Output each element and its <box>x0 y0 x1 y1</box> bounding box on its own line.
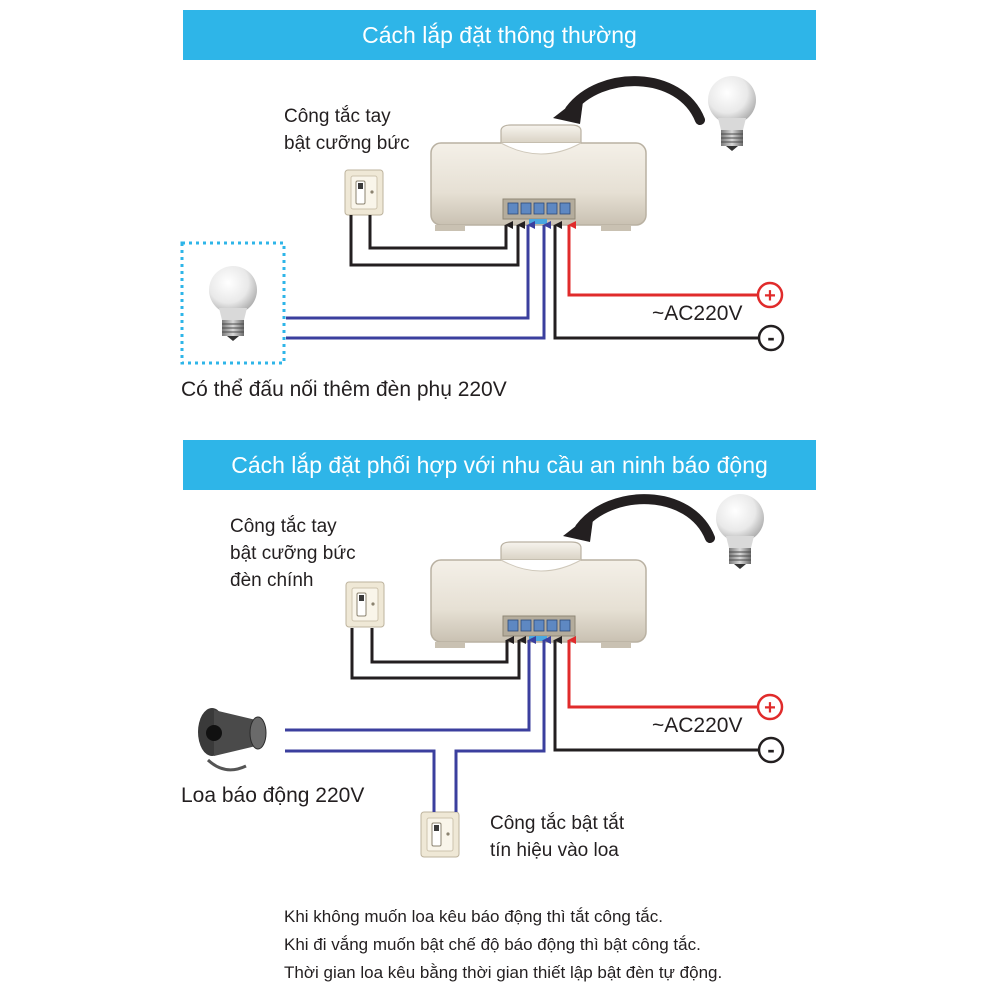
ambient-light-bulb-icon <box>715 493 765 570</box>
switch-wire-1 <box>349 215 525 267</box>
siren-icon <box>198 708 267 772</box>
minus-terminal-icon <box>757 324 785 352</box>
lamp-wire-1 <box>286 221 535 320</box>
section2-title-banner: Cách lắp đặt phối hợp với nhu cầu an nin… <box>183 440 816 490</box>
plus-terminal-icon <box>756 693 784 721</box>
plus-symbol: + <box>764 697 776 719</box>
plus-terminal-icon <box>756 281 784 309</box>
siren-switch-label-line: Công tắc bật tắt <box>490 813 625 834</box>
section1-diagram <box>180 75 785 365</box>
extra-lamp-icon <box>208 265 258 342</box>
main-switch-label-line: đèn chính <box>230 570 314 591</box>
siren-wire-2 <box>285 749 436 812</box>
section1-title: Cách lắp đặt thông thường <box>362 21 637 48</box>
light-sensor-device <box>430 124 647 232</box>
ambient-light-bulb-icon <box>707 75 757 152</box>
siren-switch-label-line: tín hiệu vào loa <box>490 840 619 861</box>
light-sensor-device <box>430 541 647 649</box>
manual-switch-icon <box>344 169 384 216</box>
main-switch-label-line: Công tắc tay <box>230 516 337 537</box>
ac-voltage-label: ~AC220V <box>652 714 743 737</box>
minus-symbol: - <box>767 737 774 762</box>
ac-voltage-label: ~AC220V <box>652 302 743 325</box>
siren-switch-label: Công tắc bật tắt tín hiệu vào loa <box>490 810 624 864</box>
manual-switch-label-line: Công tắc tay <box>284 106 391 127</box>
live-wire <box>567 636 760 709</box>
switch-wire-1 <box>350 628 526 680</box>
switch-wire-2 <box>370 628 514 664</box>
usage-note: Khi đi vắng muốn bật chế độ báo động thì… <box>284 935 701 954</box>
usage-note: Khi không muốn loa kêu báo động thì tắt … <box>284 907 663 926</box>
siren-wire-1 <box>285 636 536 732</box>
neutral-wire <box>553 221 760 340</box>
section1-title-banner: Cách lắp đặt thông thường <box>183 10 816 60</box>
usage-notes: Khi không muốn loa kêu báo động thì tắt … <box>284 903 722 987</box>
neutral-wire <box>553 636 760 752</box>
section2-title: Cách lắp đặt phối hợp với nhu cầu an nin… <box>231 451 768 478</box>
minus-terminal-icon <box>757 736 785 764</box>
light-arrow <box>575 494 715 543</box>
minus-symbol: - <box>767 325 774 350</box>
siren-label: Loa báo động 220V <box>181 784 365 807</box>
manual-switch-label: Công tắc tay bật cưỡng bức <box>284 103 410 157</box>
live-wire <box>567 221 760 297</box>
switch-wire-2 <box>368 215 513 250</box>
section2-diagram <box>198 493 785 858</box>
siren-switch-icon <box>420 811 460 858</box>
extra-lamp-dotted-box <box>180 241 286 365</box>
usage-note: Thời gian loa kêu bằng thời gian thiết l… <box>284 963 723 982</box>
siren-wire-3 <box>454 636 551 812</box>
main-switch-label: Công tắc tay bật cưỡng bức đèn chính <box>230 513 356 594</box>
extra-lamp-label: Có thể đấu nối thêm đèn phụ 220V <box>181 378 507 401</box>
main-switch-label-line: bật cưỡng bức <box>230 543 356 564</box>
plus-symbol: + <box>764 285 776 307</box>
lamp-wire-2 <box>286 221 551 340</box>
light-arrow <box>565 76 705 125</box>
manual-switch-label-line: bật cưỡng bức <box>284 133 410 154</box>
